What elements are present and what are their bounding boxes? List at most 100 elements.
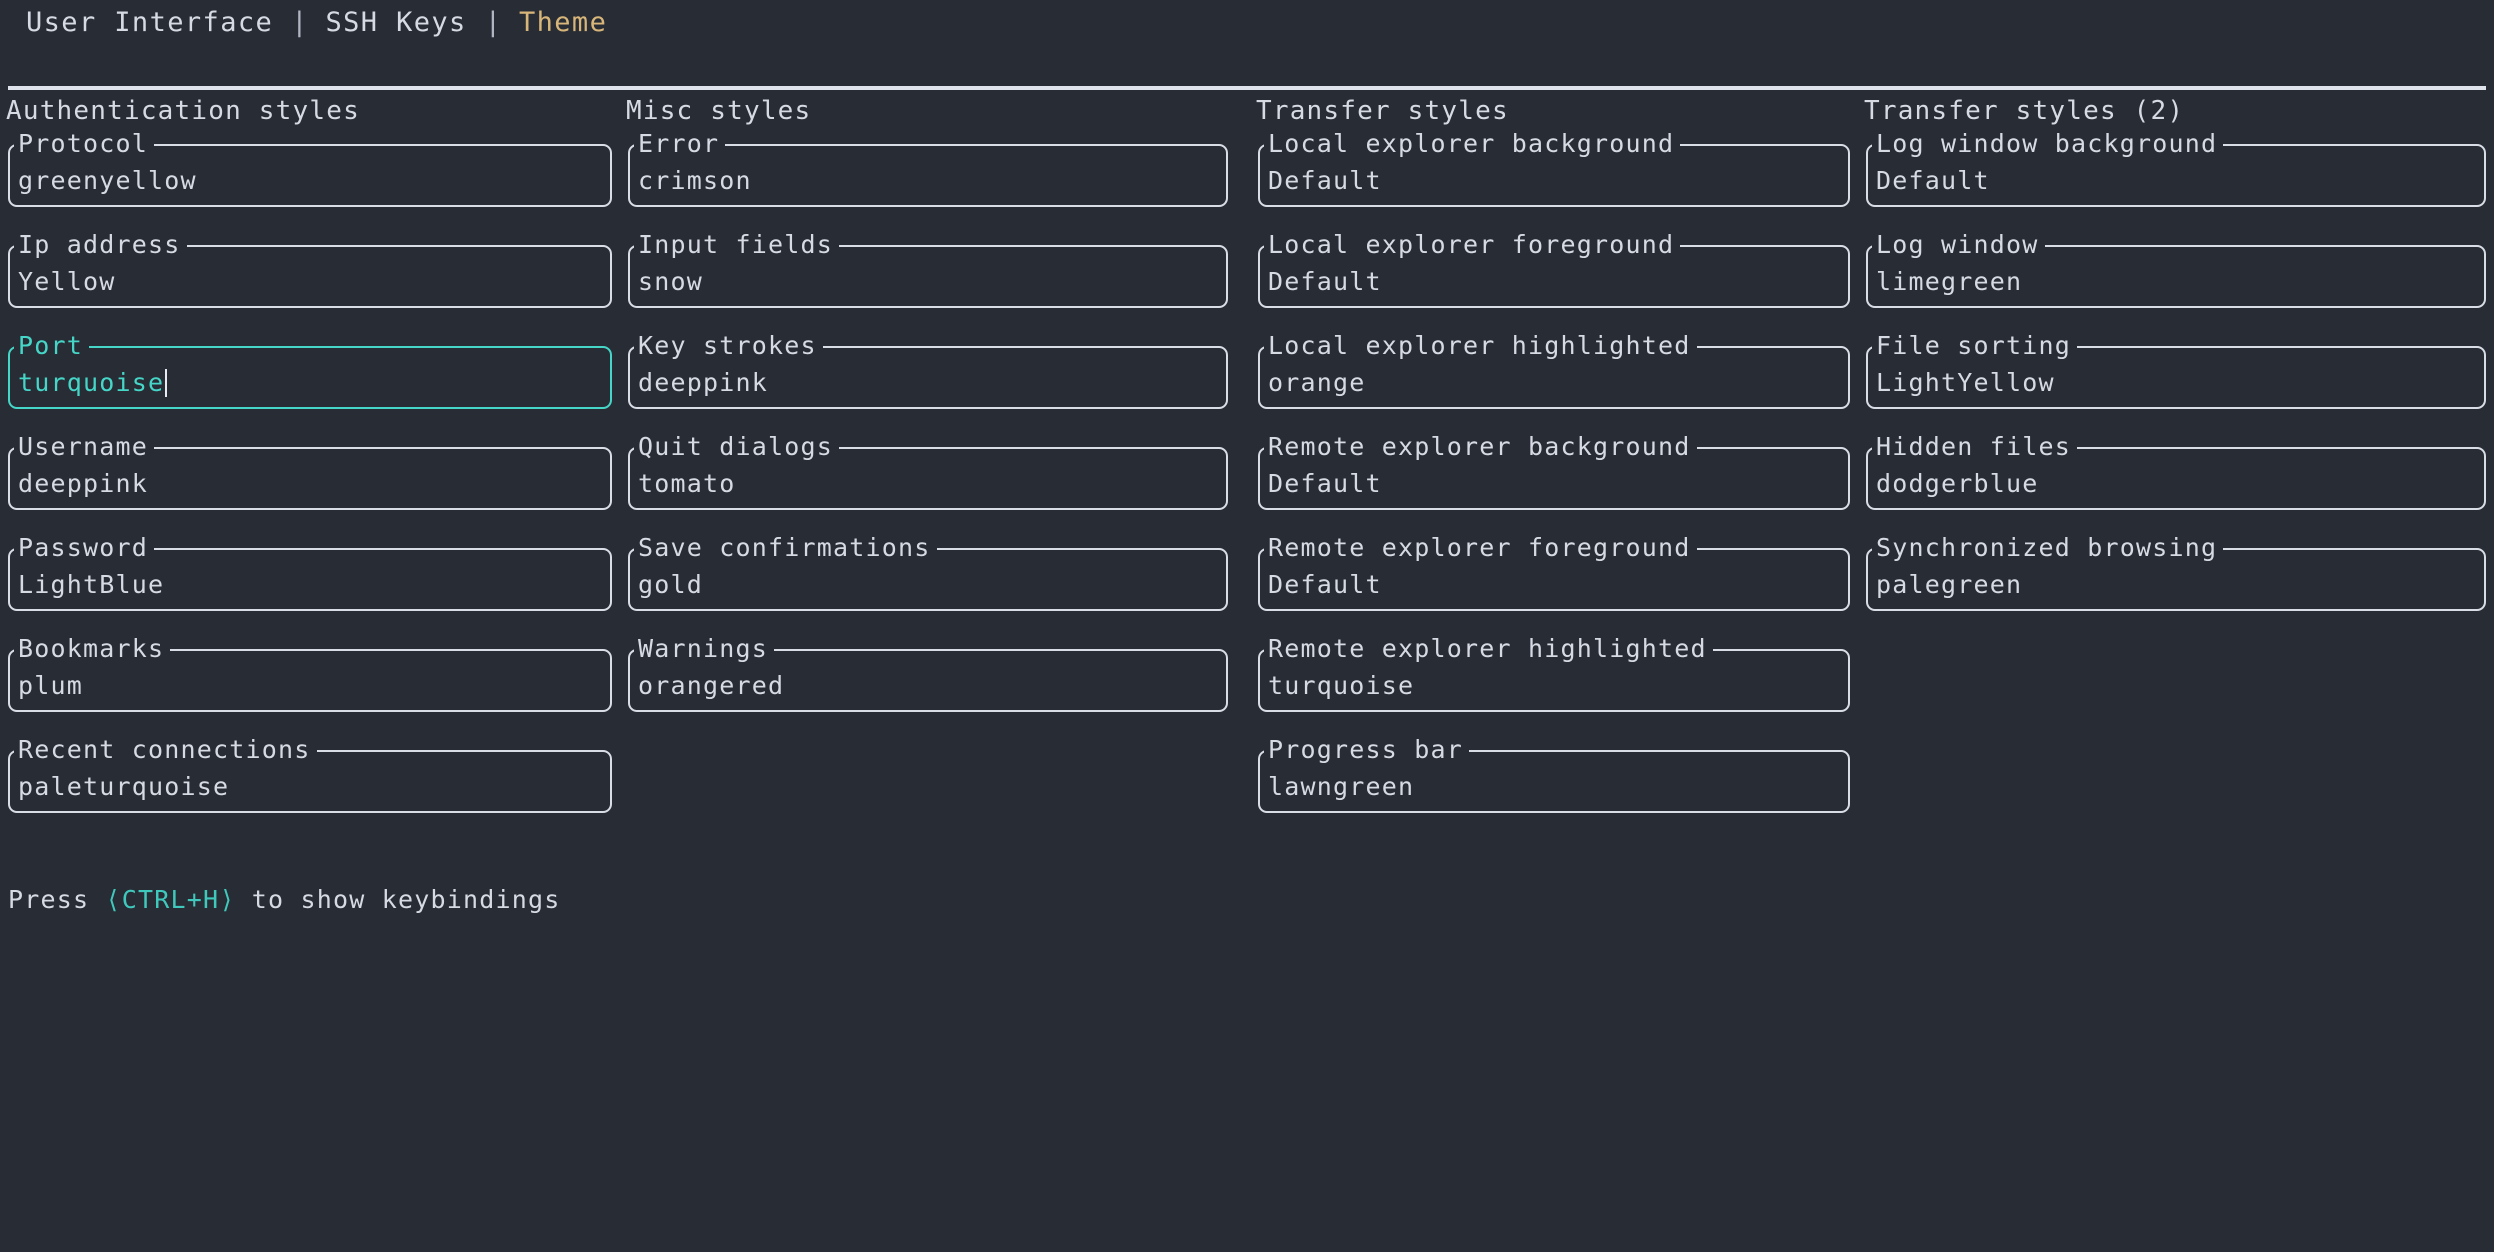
field-value-input[interactable]: plum xyxy=(18,671,83,701)
theme-field[interactable]: Synchronized browsing palegreen xyxy=(1858,534,2486,611)
tab-theme[interactable]: Theme xyxy=(518,7,608,38)
theme-field[interactable]: Recent connections paleturquoise xyxy=(0,736,612,813)
field-value-input[interactable]: palegreen xyxy=(1876,570,2022,600)
field-value-text: Default xyxy=(1876,166,1990,195)
field-value-input[interactable]: turquoise xyxy=(1268,671,1414,701)
field-value-input[interactable]: orangered xyxy=(638,671,784,701)
tab-separator-2: | xyxy=(484,7,501,38)
theme-field[interactable]: Protocol greenyellow xyxy=(0,130,612,207)
field-frame xyxy=(8,447,612,510)
theme-field[interactable]: Input fields snow xyxy=(620,231,1228,308)
field-frame xyxy=(8,245,612,308)
field-value-input[interactable]: limegreen xyxy=(1876,267,2022,297)
field-value-input[interactable]: dodgerblue xyxy=(1876,469,2039,499)
theme-field[interactable]: Warnings orangered xyxy=(620,635,1228,712)
field-value-input[interactable]: gold xyxy=(638,570,703,600)
theme-field[interactable]: Progress bar lawngreen xyxy=(1250,736,1850,813)
field-label: Input fields xyxy=(634,231,840,259)
tab-user-interface[interactable]: User Interface xyxy=(26,7,274,38)
field-label: Warnings xyxy=(634,635,775,663)
field-value-input[interactable]: Default xyxy=(1268,570,1382,600)
field-label: Quit dialogs xyxy=(634,433,840,461)
field-frame xyxy=(1866,346,2486,409)
field-frame xyxy=(8,346,612,409)
field-value-text: plum xyxy=(18,671,84,700)
field-value-text: deeppink xyxy=(18,469,149,498)
field-value-input[interactable]: snow xyxy=(638,267,703,297)
field-frame xyxy=(8,548,612,611)
field-label: Remote explorer background xyxy=(1264,433,1697,461)
field-value-text: lawngreen xyxy=(1268,772,1415,801)
field-value-input[interactable]: deeppink xyxy=(638,368,768,398)
column-title: Transfer styles xyxy=(1256,96,1509,126)
field-label: Log window background xyxy=(1872,130,2224,158)
field-value-text: turquoise xyxy=(18,368,165,397)
theme-field[interactable]: Username deeppink xyxy=(0,433,612,510)
field-value-input[interactable]: turquoise xyxy=(18,368,168,398)
field-frame xyxy=(1866,245,2486,308)
field-value-input[interactable]: orange xyxy=(1268,368,1366,398)
field-value-input[interactable]: LightYellow xyxy=(1876,368,2055,398)
field-frame xyxy=(628,447,1228,510)
field-value-input[interactable]: Default xyxy=(1268,469,1382,499)
hint-prefix: Press xyxy=(8,885,106,914)
field-value-input[interactable]: crimson xyxy=(638,166,752,196)
field-value-input[interactable]: paleturquoise xyxy=(18,772,229,802)
field-value-input[interactable]: deeppink xyxy=(18,469,148,499)
theme-field[interactable]: Port turquoise xyxy=(0,332,612,409)
tab-ssh-keys[interactable]: SSH Keys xyxy=(325,7,467,38)
column-title: Transfer styles (2) xyxy=(1864,96,2185,126)
field-label: Bookmarks xyxy=(14,635,171,663)
field-value-text: snow xyxy=(638,267,704,296)
theme-field[interactable]: Bookmarks plum xyxy=(0,635,612,712)
field-value-text: limegreen xyxy=(1876,267,2023,296)
field-value-input[interactable]: Default xyxy=(1876,166,1990,196)
theme-field[interactable]: Quit dialogs tomato xyxy=(620,433,1228,510)
field-frame xyxy=(628,649,1228,712)
field-value-text: Yellow xyxy=(18,267,116,296)
field-value-input[interactable]: lawngreen xyxy=(1268,772,1414,802)
field-label: Progress bar xyxy=(1264,736,1470,764)
hint-key-combo: ⟨CTRL+H⟩ xyxy=(105,885,236,914)
field-value-input[interactable]: LightBlue xyxy=(18,570,164,600)
field-label: Port xyxy=(14,332,90,360)
field-value-text: deeppink xyxy=(638,368,769,397)
field-label: Key strokes xyxy=(634,332,823,360)
field-value-input[interactable]: Yellow xyxy=(18,267,116,297)
field-value-text: palegreen xyxy=(1876,570,2023,599)
field-value-input[interactable]: tomato xyxy=(638,469,736,499)
field-label: Protocol xyxy=(14,130,155,158)
field-frame xyxy=(8,144,612,207)
field-value-text: Default xyxy=(1268,469,1382,498)
field-value-text: Default xyxy=(1268,166,1382,195)
field-value-input[interactable]: Default xyxy=(1268,166,1382,196)
field-label: Synchronized browsing xyxy=(1872,534,2224,562)
field-value-input[interactable]: Default xyxy=(1268,267,1382,297)
tab-separator-1: | xyxy=(291,7,308,38)
field-label: Recent connections xyxy=(14,736,317,764)
field-value-text: turquoise xyxy=(1268,671,1415,700)
field-value-text: tomato xyxy=(638,469,736,498)
theme-field[interactable]: Key strokes deeppink xyxy=(620,332,1228,409)
field-label: Username xyxy=(14,433,155,461)
field-value-input[interactable]: greenyellow xyxy=(18,166,197,196)
field-label: Password xyxy=(14,534,155,562)
field-label: Local explorer foreground xyxy=(1264,231,1681,259)
